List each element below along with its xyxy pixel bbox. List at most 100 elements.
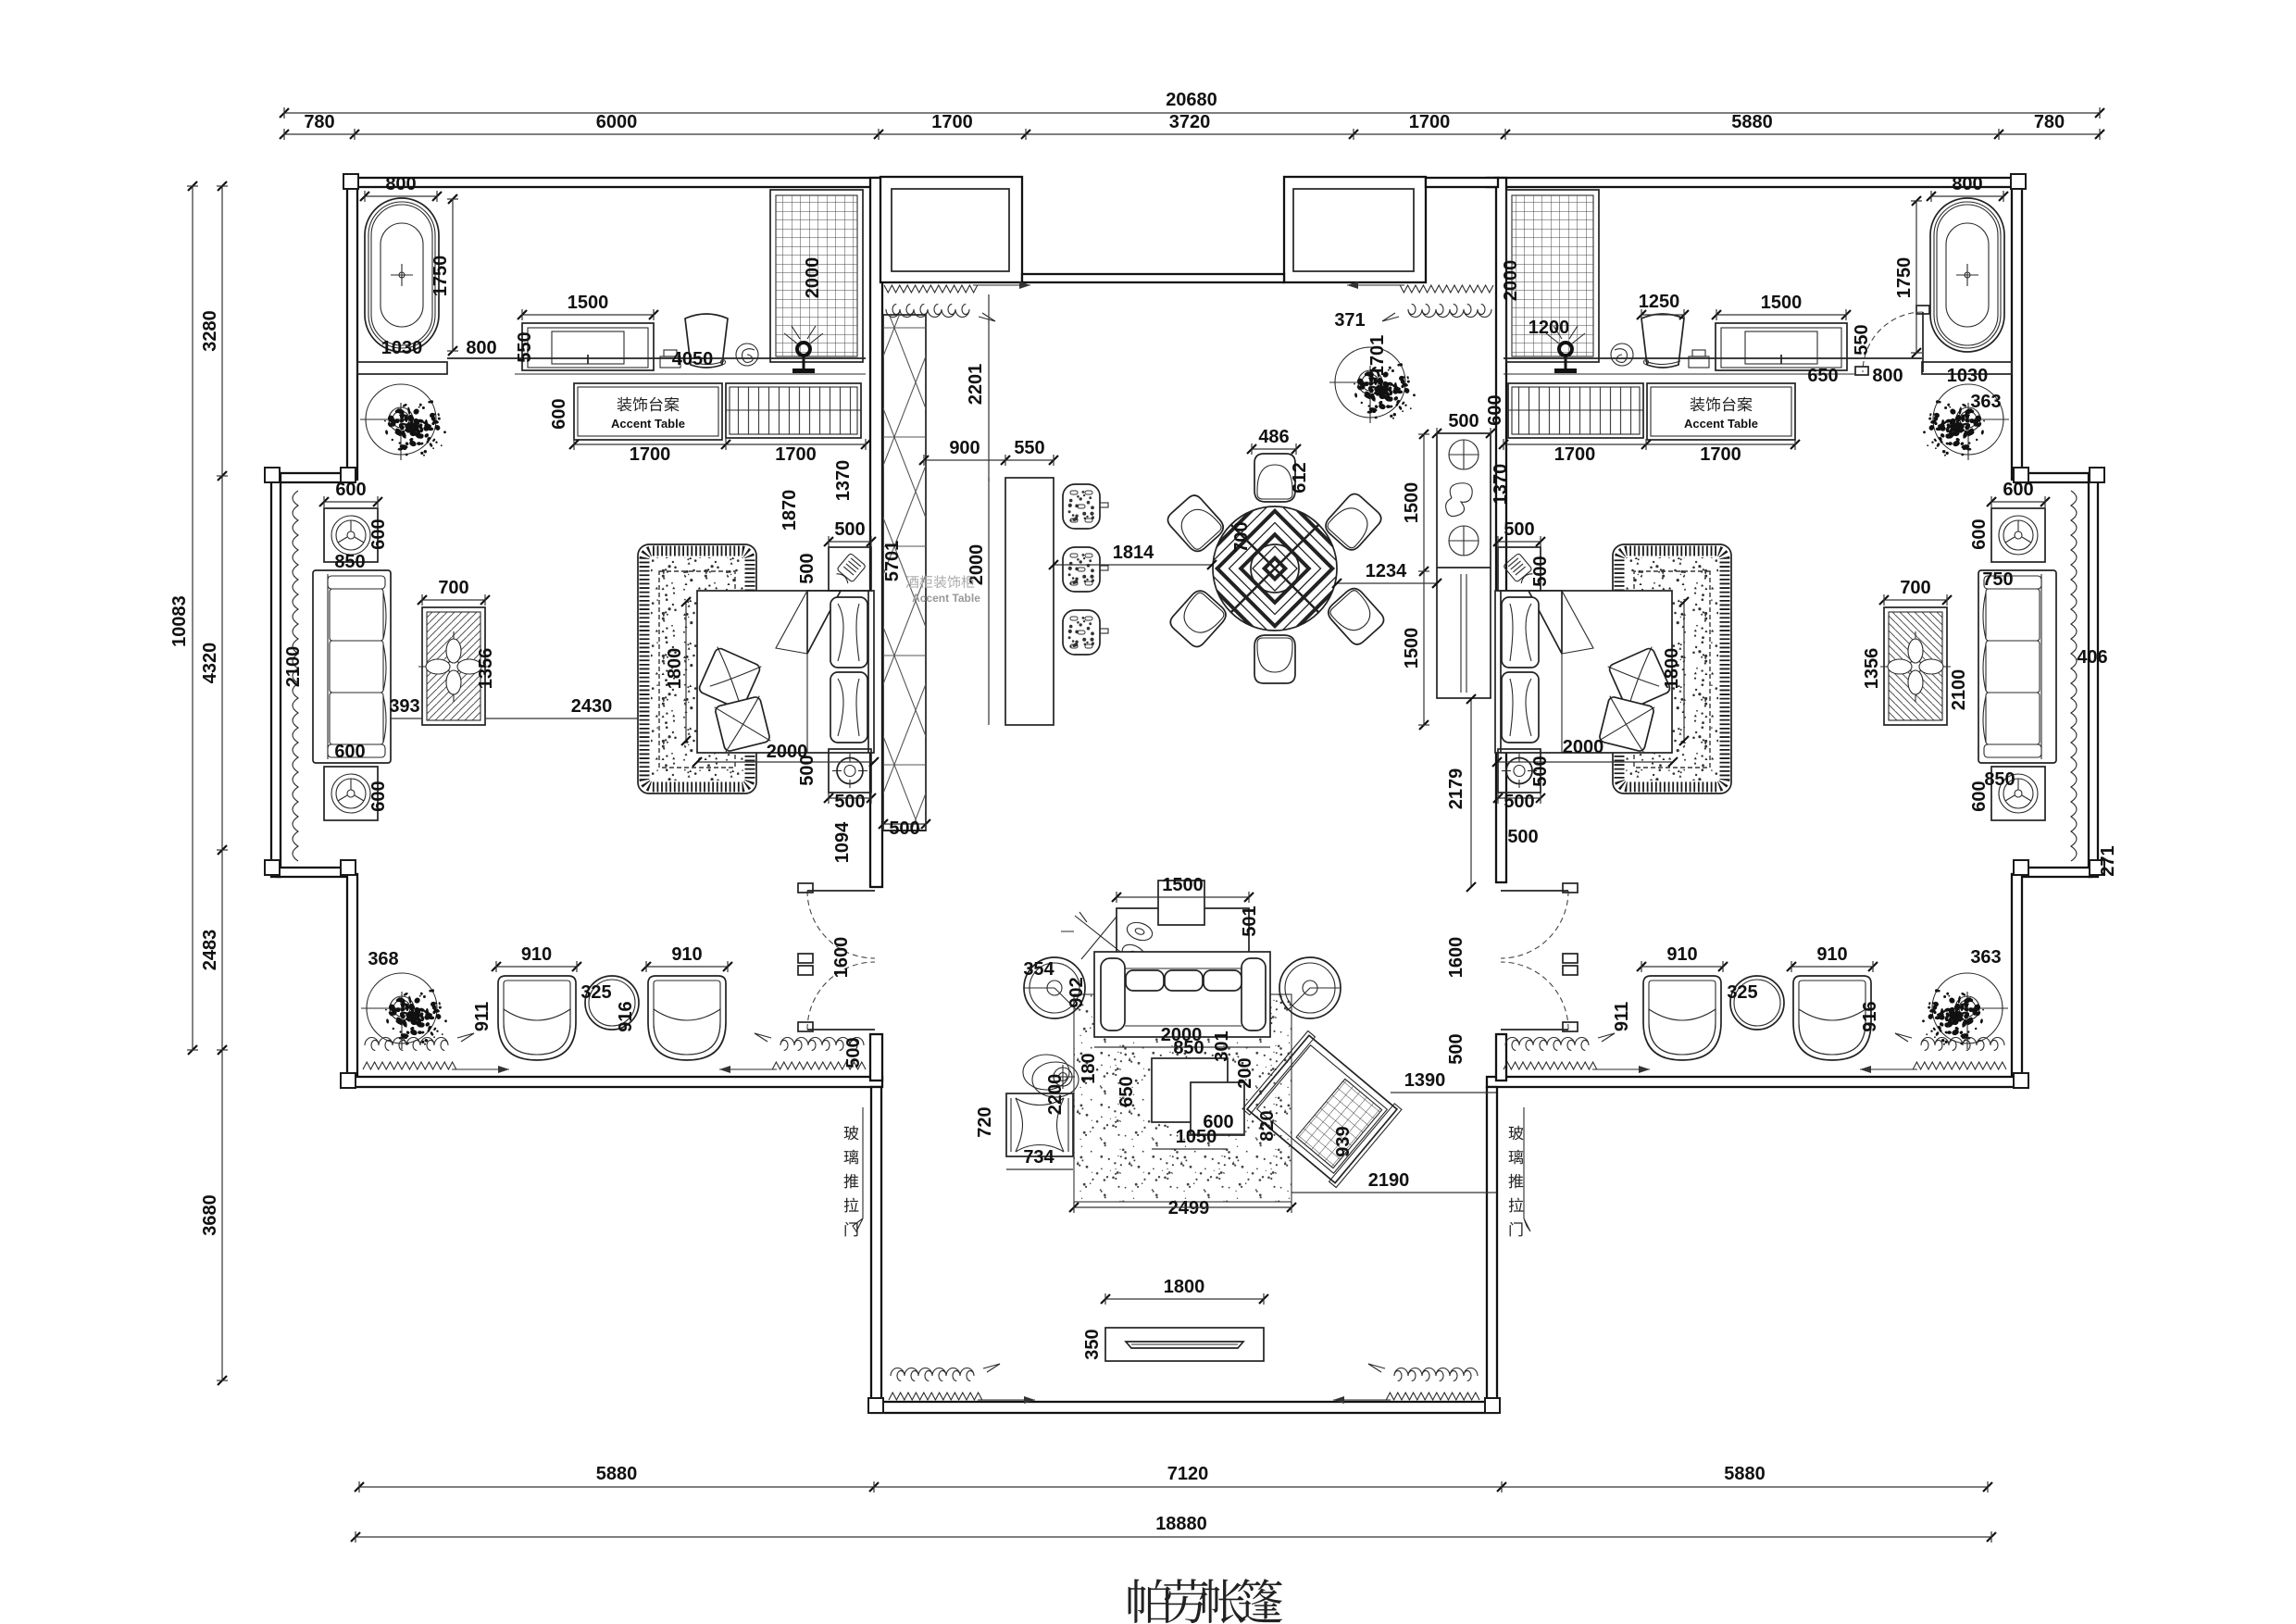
- svg-text:780: 780: [2034, 112, 2065, 132]
- svg-text:2000: 2000: [803, 257, 823, 299]
- svg-text:650: 650: [1117, 1076, 1137, 1106]
- svg-text:2499: 2499: [1168, 1198, 1210, 1218]
- svg-text:900: 900: [949, 438, 980, 458]
- svg-text:5880: 5880: [596, 1464, 638, 1484]
- svg-text:1814: 1814: [1113, 543, 1154, 563]
- svg-text:180: 180: [1079, 1053, 1099, 1083]
- svg-text:Accent Table: Accent Table: [912, 592, 980, 605]
- svg-text:1500: 1500: [1761, 293, 1803, 313]
- svg-text:1750: 1750: [430, 256, 451, 297]
- svg-text:1700: 1700: [1554, 444, 1596, 465]
- svg-text:500: 500: [1448, 411, 1479, 431]
- svg-text:600: 600: [1969, 518, 1990, 549]
- svg-text:1700: 1700: [931, 112, 973, 132]
- svg-text:650: 650: [1807, 366, 1838, 386]
- svg-text:1356: 1356: [476, 648, 496, 690]
- svg-text:363: 363: [1970, 947, 2001, 968]
- svg-text:1870: 1870: [780, 490, 800, 531]
- svg-text:5880: 5880: [1731, 112, 1773, 132]
- svg-text:20680: 20680: [1166, 90, 1217, 110]
- svg-text:780: 780: [304, 112, 334, 132]
- svg-text:2100: 2100: [283, 646, 304, 688]
- svg-text:2201: 2201: [966, 364, 986, 406]
- svg-text:2000: 2000: [1501, 260, 1521, 302]
- svg-text:500: 500: [1446, 1033, 1466, 1064]
- svg-text:911: 911: [472, 1002, 493, 1031]
- svg-text:Accent Table: Accent Table: [1684, 417, 1758, 431]
- svg-text:500: 500: [1504, 792, 1534, 812]
- svg-text:2000: 2000: [1563, 737, 1604, 757]
- svg-text:393: 393: [389, 696, 419, 717]
- svg-text:612: 612: [1290, 462, 1310, 493]
- svg-text:800: 800: [1872, 366, 1903, 386]
- svg-text:1370: 1370: [1491, 464, 1511, 506]
- svg-text:2000: 2000: [1161, 1025, 1203, 1045]
- svg-text:301: 301: [1212, 1031, 1232, 1061]
- svg-text:916: 916: [1860, 1001, 1880, 1031]
- svg-text:600: 600: [368, 781, 389, 811]
- svg-text:1750: 1750: [1894, 257, 1915, 299]
- svg-text:1701: 1701: [1367, 335, 1388, 377]
- svg-text:600: 600: [335, 480, 366, 500]
- svg-text:368: 368: [368, 949, 398, 969]
- svg-text:2000: 2000: [967, 544, 987, 586]
- svg-text:18880: 18880: [1155, 1514, 1207, 1534]
- svg-text:1600: 1600: [831, 937, 852, 979]
- svg-text:911: 911: [1612, 1002, 1632, 1031]
- svg-text:354: 354: [1023, 959, 1054, 980]
- svg-text:850: 850: [334, 552, 365, 572]
- svg-text:1500: 1500: [568, 293, 609, 313]
- svg-text:1390: 1390: [1404, 1070, 1446, 1091]
- svg-text:6000: 6000: [596, 112, 638, 132]
- svg-text:600: 600: [1485, 394, 1505, 425]
- svg-text:850: 850: [1173, 1038, 1204, 1058]
- svg-text:486: 486: [1258, 427, 1289, 447]
- svg-text:2179: 2179: [1446, 768, 1466, 810]
- svg-text:1700: 1700: [775, 444, 817, 465]
- svg-text:1700: 1700: [630, 444, 671, 465]
- svg-text:910: 910: [1816, 944, 1847, 965]
- svg-text:1030: 1030: [1947, 366, 1989, 386]
- svg-text:700: 700: [1231, 521, 1252, 552]
- svg-text:1234: 1234: [1366, 561, 1407, 581]
- svg-text:500: 500: [834, 519, 865, 540]
- svg-text:3280: 3280: [200, 310, 220, 352]
- svg-text:600: 600: [549, 398, 569, 429]
- svg-text:1800: 1800: [1662, 648, 1682, 690]
- svg-text:550: 550: [1014, 438, 1044, 458]
- svg-text:500: 500: [1504, 519, 1534, 540]
- svg-text:371: 371: [1334, 310, 1365, 331]
- svg-text:600: 600: [1203, 1112, 1233, 1132]
- svg-text:1050: 1050: [1176, 1127, 1217, 1147]
- svg-text:5880: 5880: [1724, 1464, 1766, 1484]
- svg-text:700: 700: [438, 578, 468, 598]
- svg-text:910: 910: [1666, 944, 1697, 965]
- svg-text:820: 820: [1257, 1110, 1278, 1141]
- svg-text:2000: 2000: [767, 742, 808, 762]
- svg-text:271: 271: [2098, 845, 2118, 876]
- svg-text:2190: 2190: [1368, 1170, 1410, 1191]
- svg-text:Accent Table: Accent Table: [611, 417, 685, 431]
- svg-text:2100: 2100: [1949, 669, 1969, 711]
- svg-text:1356: 1356: [1862, 648, 1882, 690]
- svg-text:500: 500: [889, 818, 919, 839]
- svg-text:800: 800: [1952, 174, 1982, 194]
- svg-text:1700: 1700: [1409, 112, 1451, 132]
- svg-text:500: 500: [1530, 756, 1551, 786]
- svg-text:500: 500: [797, 553, 817, 583]
- svg-text:1030: 1030: [381, 338, 423, 358]
- svg-text:500: 500: [797, 755, 817, 785]
- svg-text:600: 600: [368, 518, 389, 549]
- svg-text:939: 939: [1333, 1126, 1354, 1156]
- svg-text:7120: 7120: [1167, 1464, 1209, 1484]
- svg-text:1500: 1500: [1402, 482, 1422, 524]
- svg-text:1094: 1094: [832, 821, 853, 863]
- svg-text:350: 350: [1082, 1329, 1103, 1359]
- svg-text:1600: 1600: [1446, 937, 1466, 979]
- svg-text:850: 850: [1984, 769, 2015, 790]
- svg-text:406: 406: [2077, 647, 2107, 668]
- svg-text:1800: 1800: [1164, 1277, 1205, 1297]
- svg-text:720: 720: [975, 1106, 995, 1137]
- svg-text:10083: 10083: [169, 595, 190, 647]
- svg-text:550: 550: [515, 331, 535, 362]
